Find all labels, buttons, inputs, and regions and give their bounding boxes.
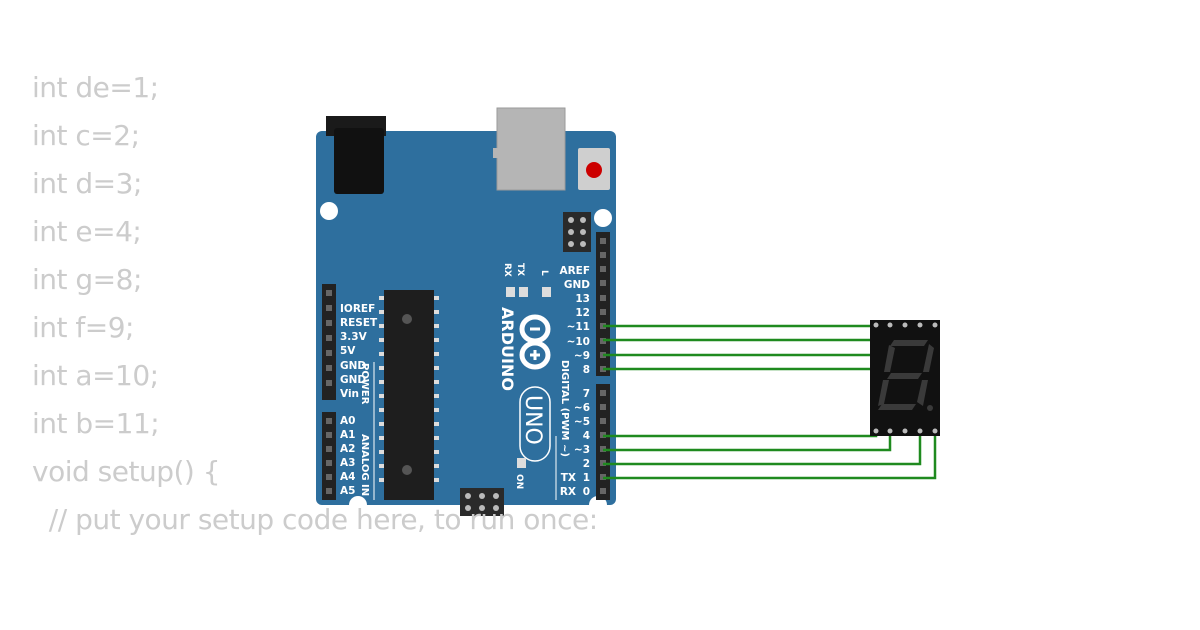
tx-label: TX xyxy=(515,263,525,276)
on-label: ON xyxy=(514,474,524,489)
pin-label: RX xyxy=(560,486,576,498)
wire-pin2[interactable] xyxy=(603,430,922,466)
code-line: // put your setup code here, to run once… xyxy=(32,503,598,536)
code-line: int e=4; xyxy=(32,215,142,248)
wire-pin3[interactable] xyxy=(603,430,892,452)
pin-label: 3.3V xyxy=(340,331,368,343)
wire-pin4[interactable] xyxy=(603,430,878,438)
pin-label: A4 xyxy=(340,471,355,483)
code-line: void setup() { xyxy=(32,455,221,488)
pin-label: 4 xyxy=(583,430,590,442)
display-segments xyxy=(878,340,934,411)
mounting-hole xyxy=(594,209,612,227)
code-line: int g=8; xyxy=(32,263,142,296)
pin-label: IOREF xyxy=(340,303,375,315)
pin-label: Vin xyxy=(340,388,359,400)
power-header xyxy=(322,284,336,400)
mounting-hole xyxy=(349,496,367,514)
icsp-header xyxy=(563,212,591,252)
pin-label: ~10 xyxy=(567,336,590,348)
segment-dp xyxy=(927,405,933,411)
segment-e xyxy=(878,380,889,406)
board-model: UNO xyxy=(520,395,545,445)
atmega-chip xyxy=(379,290,439,500)
pin-label: ~6 xyxy=(574,402,590,414)
code-line: int a=10; xyxy=(32,359,159,392)
logo-signs xyxy=(530,327,540,360)
rx-led-icon xyxy=(506,287,515,297)
pin-label: 0 xyxy=(583,486,590,498)
rx-label: RX xyxy=(502,263,512,277)
pin-label: A3 xyxy=(340,457,355,469)
pin-label: AREF xyxy=(559,265,590,277)
pin-label: GND xyxy=(340,360,366,372)
arduino-uno-board[interactable]: IOREF RESET 3.3V 5V GND GND Vin A0 A1 A2… xyxy=(316,107,616,516)
segment-a xyxy=(890,340,928,346)
code-line: int b=11; xyxy=(32,407,160,440)
pin-label: A1 xyxy=(340,429,355,441)
reset-button-cap xyxy=(586,162,602,178)
pin-label: 12 xyxy=(575,307,590,319)
pin-label: ~11 xyxy=(567,321,590,333)
segment-d xyxy=(878,404,916,410)
l-label: L xyxy=(539,270,549,276)
icsp-header xyxy=(460,488,504,516)
pin-label: A2 xyxy=(340,443,355,455)
analog-header xyxy=(322,412,336,500)
power-jack-icon xyxy=(334,128,384,194)
code-line: int d=3; xyxy=(32,167,142,200)
code-line: int de=1; xyxy=(32,71,159,104)
pin-label: ~3 xyxy=(574,444,590,456)
pin-label: 13 xyxy=(575,293,590,305)
wire-pin8[interactable] xyxy=(603,326,878,371)
board-brand: ARDUINO xyxy=(498,307,517,391)
power-section-label: POWER xyxy=(359,363,370,405)
mounting-hole xyxy=(320,202,338,220)
arduino-logo-icon xyxy=(519,314,551,370)
seven-segment-display[interactable] xyxy=(870,320,940,436)
pin-label: GND xyxy=(340,374,366,386)
pin-label: 8 xyxy=(583,364,590,376)
wire-pin1[interactable] xyxy=(603,430,937,480)
pin-label: 7 xyxy=(583,388,590,400)
pin-label: TX xyxy=(561,472,576,484)
digital-header-bottom xyxy=(596,384,610,500)
on-led-icon xyxy=(517,458,526,468)
analog-section-label: ANALOG IN xyxy=(359,434,370,496)
pin-label: GND xyxy=(564,279,590,291)
digital-section-label: DIGITAL (PWM ~) xyxy=(559,360,570,457)
pin-label: A5 xyxy=(340,485,355,497)
pin-label: 5V xyxy=(340,345,356,357)
pin-label: 2 xyxy=(583,458,590,470)
usb-port-icon xyxy=(496,107,566,191)
segment-b xyxy=(923,344,934,372)
pin-label: RESET xyxy=(340,317,378,329)
code-editor[interactable]: int de=1; int c=2; int d=3; int e=4; int… xyxy=(32,64,598,544)
pin-label: ~5 xyxy=(574,416,590,428)
usb-port-tab xyxy=(493,148,501,158)
segment-c xyxy=(917,380,928,406)
pin-label: 1 xyxy=(583,472,590,484)
segment-g xyxy=(887,373,922,379)
mounting-hole xyxy=(589,496,607,514)
segment-f xyxy=(884,345,895,372)
pin-label: ~9 xyxy=(574,350,590,362)
code-line: int c=2; xyxy=(32,119,140,152)
code-line: int f=9; xyxy=(32,311,134,344)
uno-badge xyxy=(519,386,551,462)
tx-led-icon xyxy=(519,287,528,297)
pin-label: A0 xyxy=(340,415,355,427)
l-led-icon xyxy=(542,287,551,297)
